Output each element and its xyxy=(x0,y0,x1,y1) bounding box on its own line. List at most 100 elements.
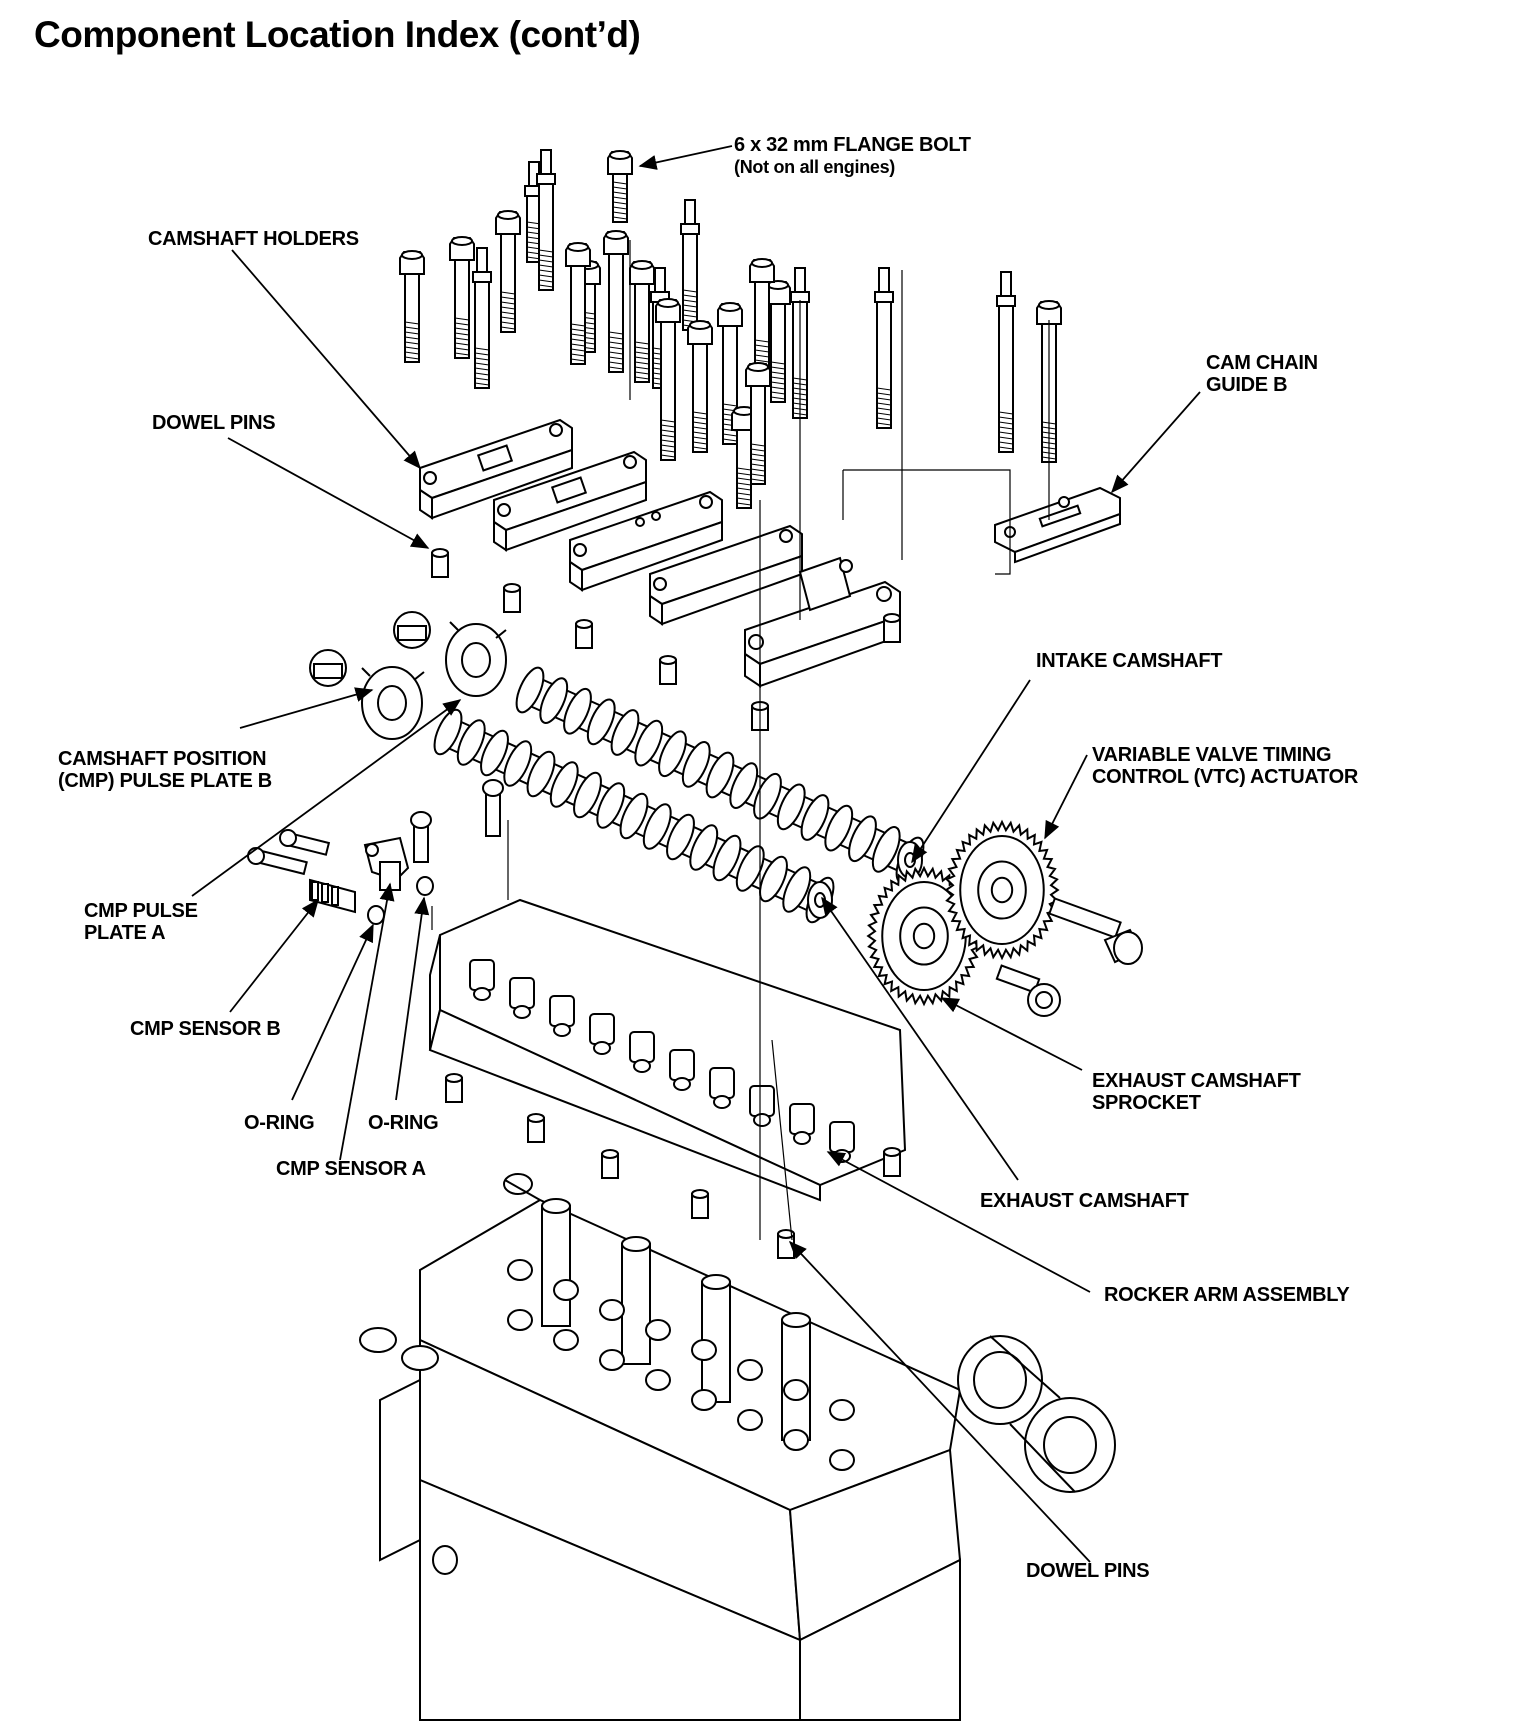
camshaft-holder-bolts xyxy=(399,149,1062,509)
camshaft-holder-2 xyxy=(493,450,647,552)
camshaft-holder-4 xyxy=(649,524,803,626)
leader-cam-chain-guide-b xyxy=(1111,391,1201,494)
bolt-8 xyxy=(565,242,591,365)
label-vtc-actuator: VARIABLE VALVE TIMING CONTROL (VTC) ACTU… xyxy=(1092,744,1358,788)
label-cam-chain-guide-b-line2: GUIDE B xyxy=(1206,374,1288,396)
valve-spring-8 xyxy=(829,1399,855,1421)
camshaft-holder-3 xyxy=(569,490,723,592)
label-dowel-pins-lower: DOWEL PINS xyxy=(1026,1560,1150,1582)
rocker-arm-1 xyxy=(469,959,495,991)
cmp-pulse-plates-drawing xyxy=(309,611,507,740)
exhaust-camshaft xyxy=(433,708,835,924)
sprocket-bolt xyxy=(995,964,1061,1017)
rocker-arm-assembly-drawing xyxy=(428,898,907,1202)
rocker-arm-6 xyxy=(669,1049,695,1081)
camshaft-holder-1 xyxy=(419,418,573,520)
bolt-21 xyxy=(874,267,894,429)
label-exhaust-camshaft-sprocket-line1: EXHAUST CAMSHAFT xyxy=(1092,1070,1301,1092)
camshafts-drawing xyxy=(433,666,925,924)
label-flange-bolt: 6 x 32 mm FLANGE BOLT (Not on all engine… xyxy=(734,134,971,178)
dowel-pin-lower-1 xyxy=(445,1073,463,1103)
alignment-lines xyxy=(431,240,1050,1241)
dowel-pin-upper-5 xyxy=(883,613,901,643)
bolt-11 xyxy=(629,260,655,383)
valve-spring-12 xyxy=(645,1369,671,1391)
leader-sprocket xyxy=(940,997,1083,1071)
valve-spring-15 xyxy=(783,1429,809,1451)
cmp-pulse-plate-b xyxy=(361,666,425,740)
label-vtc-actuator-line1: VARIABLE VALVE TIMING xyxy=(1092,744,1332,766)
label-exhaust-camshaft: EXHAUST CAMSHAFT xyxy=(980,1190,1189,1212)
leader-lines xyxy=(191,145,1201,1563)
valve-spring-10 xyxy=(553,1329,579,1351)
leader-o-ring-1 xyxy=(291,923,374,1101)
spark-plug-tube-2 xyxy=(621,1243,651,1365)
bolt-9 xyxy=(603,230,629,373)
valve-spring-11 xyxy=(599,1349,625,1371)
cmp-sensor-b xyxy=(309,878,356,914)
label-cmp-pulse-plate-a-line2: PLATE A xyxy=(84,922,166,944)
leader-camshaft-holders xyxy=(231,249,421,470)
label-exhaust-camshaft-sprocket: EXHAUST CAMSHAFT SPROCKET xyxy=(1092,1070,1301,1114)
label-flange-bolt-line1: 6 x 32 mm FLANGE BOLT xyxy=(734,134,971,156)
bolt-6 xyxy=(536,149,556,291)
bolt-15 xyxy=(687,320,713,453)
rocker-arm-9 xyxy=(789,1103,815,1135)
camshaft-holder-5 xyxy=(744,556,901,688)
dowel-pin-upper-3 xyxy=(575,619,593,649)
valve-spring-4 xyxy=(645,1319,671,1341)
o-ring-2 xyxy=(416,876,434,896)
leader-cmp-sensor-a xyxy=(339,882,395,1161)
leader-o-ring-2 xyxy=(395,896,430,1101)
bolt-1 xyxy=(399,250,425,363)
page-title: Component Location Index (cont’d) xyxy=(34,14,641,55)
leader-dowel-pins-upper xyxy=(227,437,430,549)
dowel-pin-upper-4 xyxy=(659,655,677,685)
label-cmp-pulse-plate-b: CAMSHAFT POSITION (CMP) PULSE PLATE B xyxy=(58,748,272,792)
valve-spring-2 xyxy=(553,1279,579,1301)
cmp-sensors-drawing xyxy=(247,779,504,925)
leader-exhaust-camshaft xyxy=(821,896,1019,1181)
label-cmp-pulse-plate-a-line1: CMP PULSE xyxy=(84,900,198,922)
dowel-pins-lower-drawing xyxy=(445,1073,901,1259)
rocker-arm-3 xyxy=(549,995,575,1027)
leader-intake-camshaft xyxy=(911,679,1031,864)
bolt-24 xyxy=(745,362,771,485)
dowel-pin-lower-2 xyxy=(527,1113,545,1143)
valve-spring-9 xyxy=(507,1309,533,1331)
leader-pulse-plate-b xyxy=(239,687,374,729)
leader-rocker-arm xyxy=(826,1151,1091,1293)
valve-spring-14 xyxy=(737,1409,763,1431)
rocker-arm-5 xyxy=(629,1031,655,1063)
rocker-arm-8 xyxy=(749,1085,775,1117)
bolt-13 xyxy=(655,298,681,461)
label-o-ring-1: O-RING xyxy=(244,1112,315,1134)
bolt-22 xyxy=(996,271,1016,453)
leader-pulse-plate-a xyxy=(191,699,462,897)
label-rocker-arm-assembly: ROCKER ARM ASSEMBLY xyxy=(1104,1284,1350,1306)
vtc-and-sprocket-drawing xyxy=(866,819,1143,1017)
vtc-actuator xyxy=(944,819,1060,961)
bolt-14 xyxy=(680,199,700,331)
intake-camshaft xyxy=(515,666,925,884)
rocker-arm-2 xyxy=(509,977,535,1009)
label-flange-bolt-line2: (Not on all engines) xyxy=(734,157,896,177)
rocker-arm-10 xyxy=(829,1121,855,1153)
label-dowel-pins-upper: DOWEL PINS xyxy=(152,412,276,434)
exhaust-camshaft-sprocket xyxy=(866,865,982,1007)
label-vtc-actuator-line2: CONTROL (VTC) ACTUATOR xyxy=(1092,766,1358,788)
cylinder-head-drawing xyxy=(359,1173,1116,1721)
valve-spring-13 xyxy=(691,1389,717,1411)
dowel-pin-lower-6 xyxy=(777,1229,795,1259)
vtc-bolt xyxy=(1048,897,1143,965)
valve-spring-16 xyxy=(829,1449,855,1471)
dowel-pin-lower-3 xyxy=(601,1149,619,1179)
label-cmp-pulse-plate-b-line1: CAMSHAFT POSITION xyxy=(58,748,267,770)
label-o-ring-2: O-RING xyxy=(368,1112,439,1134)
leader-vtc xyxy=(1044,754,1088,840)
rocker-arm-7 xyxy=(709,1067,735,1099)
valve-spring-6 xyxy=(737,1359,763,1381)
label-cmp-sensor-b: CMP SENSOR B xyxy=(130,1018,281,1040)
cmp-pulse-plate-a xyxy=(445,621,507,697)
